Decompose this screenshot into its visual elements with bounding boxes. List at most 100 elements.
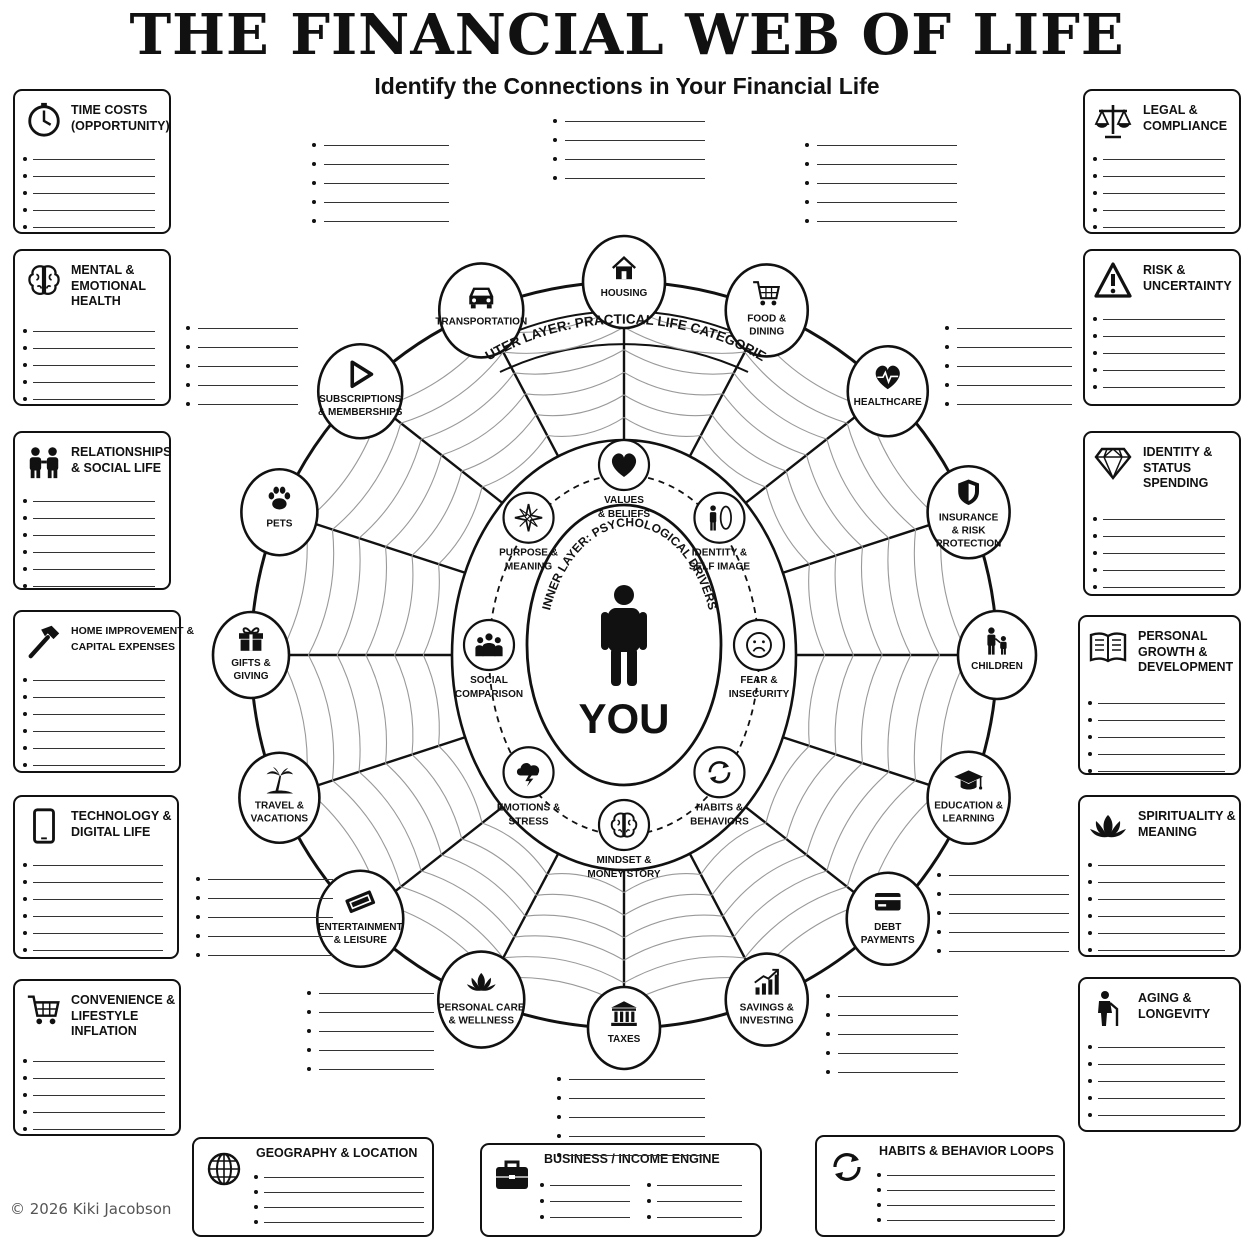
inner-node-habits[interactable]: HABITS &BEHAVIORS [690,746,749,827]
write-in-line[interactable] [33,552,155,553]
write-in-line[interactable] [1103,159,1225,160]
outer-node-gifts[interactable]: GIFTS &GIVING [211,610,291,700]
write-in-line[interactable] [319,993,434,994]
write-in-line[interactable] [324,183,449,184]
write-in-line[interactable] [1103,193,1225,194]
write-in-line[interactable] [949,913,1069,914]
write-in-line[interactable] [949,875,1069,876]
write-in-line[interactable] [33,882,163,883]
write-in-line[interactable] [1103,553,1225,554]
write-in-line[interactable] [887,1220,1055,1221]
write-in-line[interactable] [1103,370,1225,371]
write-in-line[interactable] [1098,771,1225,772]
write-in-line[interactable] [33,950,163,951]
write-in-line[interactable] [1098,933,1225,934]
write-in-line[interactable] [1098,865,1225,866]
write-in-line[interactable] [550,1217,630,1218]
write-in-line[interactable] [33,916,163,917]
outer-node-subscriptions[interactable]: SUBSCRIPTIONS& MEMBERSHIPS [316,342,404,440]
outer-node-education[interactable]: EDUCATION &LEARNING [926,750,1011,846]
write-in-line[interactable] [657,1201,742,1202]
write-in-line[interactable] [264,1192,424,1193]
write-in-line[interactable] [33,176,155,177]
write-in-line[interactable] [569,1098,705,1099]
write-in-line[interactable] [264,1222,424,1223]
write-in-line[interactable] [33,765,165,766]
write-in-line[interactable] [208,879,333,880]
write-in-line[interactable] [208,898,333,899]
write-in-line[interactable] [319,1069,434,1070]
write-in-line[interactable] [565,159,705,160]
write-in-line[interactable] [550,1201,630,1202]
write-in-line[interactable] [33,697,165,698]
write-in-line[interactable] [324,221,449,222]
write-in-line[interactable] [33,227,155,228]
write-in-line[interactable] [1098,1115,1225,1116]
write-in-line[interactable] [957,385,1072,386]
write-in-line[interactable] [569,1155,705,1156]
write-in-line[interactable] [838,1053,958,1054]
write-in-line[interactable] [33,1129,165,1130]
write-in-line[interactable] [33,933,163,934]
outer-node-housing[interactable]: HOUSING [581,234,667,330]
write-in-line[interactable] [33,1078,165,1079]
inner-node-fear[interactable]: FEAR &INSECURITY [729,618,790,700]
write-in-line[interactable] [569,1079,705,1080]
write-in-line[interactable] [33,680,165,681]
write-in-line[interactable] [1103,176,1225,177]
write-in-line[interactable] [657,1185,742,1186]
write-in-line[interactable] [324,202,449,203]
write-in-line[interactable] [1098,882,1225,883]
write-in-line[interactable] [324,164,449,165]
write-in-line[interactable] [33,331,155,332]
write-in-line[interactable] [198,347,298,348]
outer-node-travel[interactable]: TRAVEL &VACATIONS [238,751,321,845]
write-in-line[interactable] [33,586,155,587]
write-in-line[interactable] [569,1136,705,1137]
write-in-line[interactable] [208,936,333,937]
write-in-line[interactable] [33,1112,165,1113]
write-in-line[interactable] [208,917,333,918]
outer-node-children[interactable]: CHILDREN [956,609,1038,701]
write-in-line[interactable] [33,382,155,383]
write-in-line[interactable] [33,159,155,160]
write-in-line[interactable] [33,399,155,400]
write-in-line[interactable] [1098,1064,1225,1065]
write-in-line[interactable] [1098,1098,1225,1099]
write-in-line[interactable] [1098,720,1225,721]
write-in-line[interactable] [1098,737,1225,738]
write-in-line[interactable] [1103,519,1225,520]
write-in-line[interactable] [957,404,1072,405]
outer-node-pets[interactable]: PETS [240,467,319,557]
write-in-line[interactable] [33,1095,165,1096]
write-in-line[interactable] [838,1034,958,1035]
write-in-line[interactable] [208,955,333,956]
outer-node-savings[interactable]: SAVINGS &INVESTING [724,952,810,1047]
write-in-line[interactable] [838,996,958,997]
write-in-line[interactable] [198,385,298,386]
outer-node-healthcare[interactable]: HEALTHCARE [846,344,930,438]
write-in-line[interactable] [264,1177,424,1178]
write-in-line[interactable] [1098,754,1225,755]
write-in-line[interactable] [198,366,298,367]
write-in-line[interactable] [1103,387,1225,388]
write-in-line[interactable] [838,1072,958,1073]
write-in-line[interactable] [1098,1081,1225,1082]
outer-node-transportation[interactable]: TRANSPORTATION [435,262,527,359]
write-in-line[interactable] [838,1015,958,1016]
write-in-line[interactable] [887,1175,1055,1176]
write-in-line[interactable] [887,1190,1055,1191]
outer-node-taxes[interactable]: TAXES [586,985,662,1071]
write-in-line[interactable] [817,183,957,184]
write-in-line[interactable] [887,1205,1055,1206]
write-in-line[interactable] [33,899,163,900]
write-in-line[interactable] [319,1050,434,1051]
write-in-line[interactable] [1103,227,1225,228]
write-in-line[interactable] [949,951,1069,952]
write-in-line[interactable] [550,1185,630,1186]
write-in-line[interactable] [33,193,155,194]
write-in-line[interactable] [949,894,1069,895]
write-in-line[interactable] [565,121,705,122]
